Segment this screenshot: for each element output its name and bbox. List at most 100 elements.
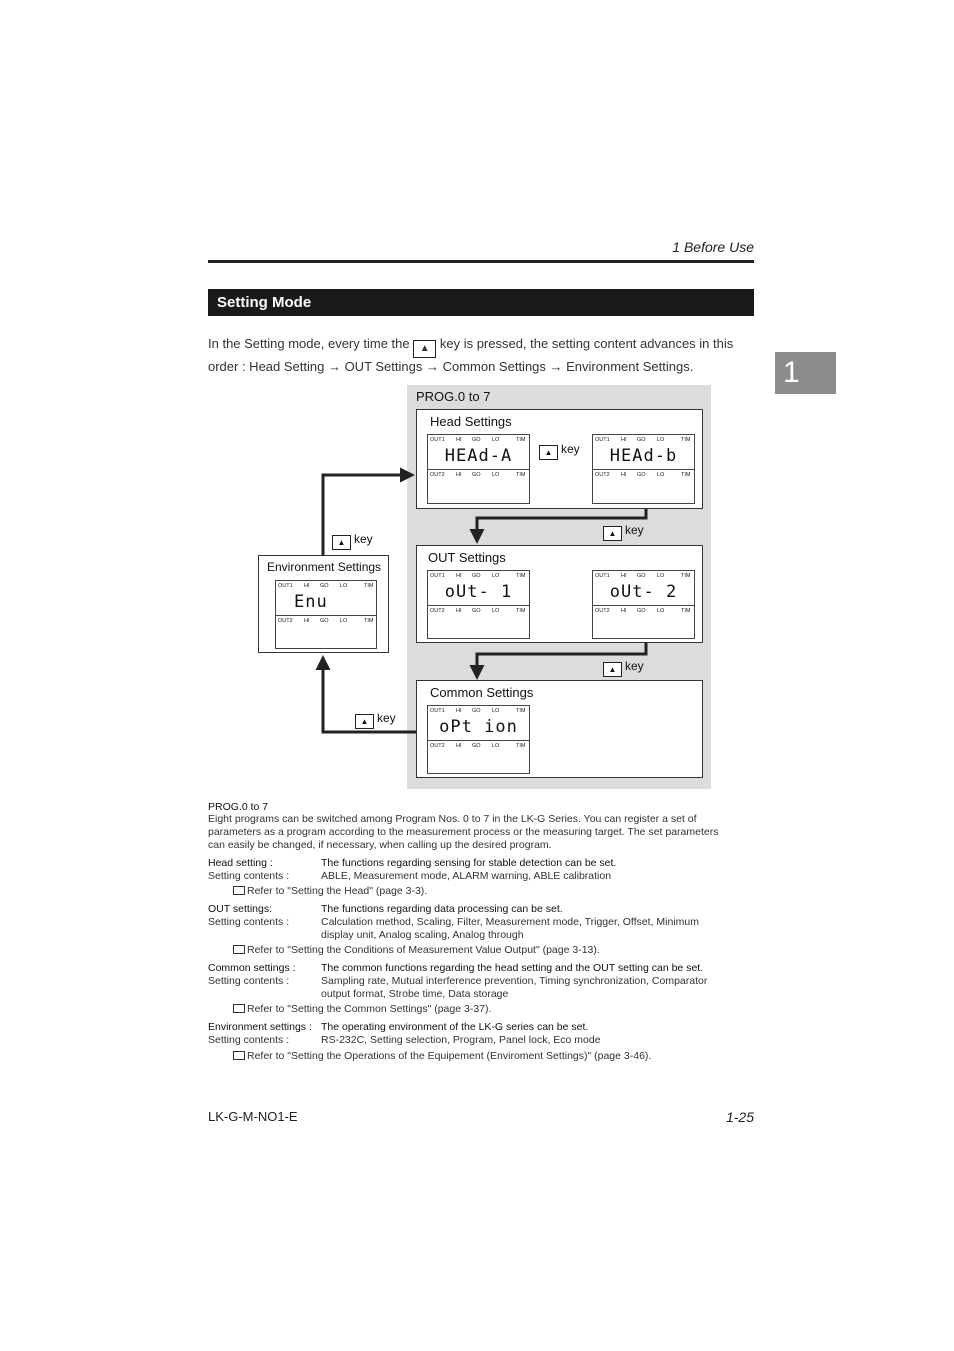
indicator-row-out1: OUT1 HI GO LO TIM (595, 573, 691, 579)
indicator-row-out2: OUT2 HI GO LO TIM (278, 618, 374, 624)
seven-seg-readout: Enu (294, 592, 328, 612)
prog-line: Eight programs can be switched among Pro… (208, 813, 697, 825)
head-settings-label: Head Settings (430, 414, 512, 429)
hi-label: HI (456, 437, 462, 443)
environment-settings-label: Environment Settings (267, 560, 382, 574)
head-settings-box: Head Settings OUT1 HI GO LO TIM HEAd-A O… (416, 409, 703, 509)
seven-seg-readout: HEAd-b (609, 446, 678, 466)
common-settings-box: Common Settings OUT1 HI GO LO TIM oPt io… (416, 680, 703, 778)
out2-panel: OUT2 HI GO LO TIM (275, 615, 377, 649)
page-number: 1-25 (725, 1109, 754, 1125)
setting-desc: The functions regarding data processing … (321, 903, 563, 915)
seven-seg-readout: oPt ion (439, 717, 518, 737)
book-icon (233, 945, 245, 954)
contents-label: Setting contents : (208, 975, 290, 987)
seven-seg-readout: oUt- 2 (609, 582, 678, 602)
head-b-display: OUT1 HI GO LO TIM HEAd-b OUT2 HI GO LO T… (592, 434, 695, 504)
indicator-row-out2: OUT2 HI GO LO TIM (428, 470, 529, 481)
indicator-row-out1: OUT1 HI GO LO TIM (430, 708, 526, 714)
up-key-icon: ▲ (603, 662, 622, 677)
go-label: GO (637, 472, 646, 478)
reference: Refer to "Setting the Head" (page 3-3). (233, 885, 427, 898)
indicator-row-out1: OUT1 HI GO LO TIM (278, 583, 374, 589)
book-icon (233, 886, 245, 895)
seven-seg-readout: oUt- 1 (444, 582, 513, 602)
indicator-row-out2: OUT2 HI GO LO TIM (593, 470, 694, 481)
indicator-row-out2: OUT2 HI GO LO TIM (430, 743, 526, 749)
intro-text-1: In the Setting mode, every time the (208, 336, 410, 351)
setting-name: OUT settings: (208, 903, 272, 915)
contents-label: Setting contents : (208, 1034, 290, 1046)
tim-label: TIM (681, 437, 691, 443)
indicator-row-out2: OUT2 HI GO LO TIM (430, 608, 526, 614)
out-settings-label: OUT Settings (428, 550, 506, 565)
contents-line: Calculation method, Scaling, Filter, Mea… (321, 916, 699, 928)
out2-panel: OUT2 HI GO LO TIM (427, 740, 530, 774)
go-label: GO (637, 437, 646, 443)
go-label: GO (472, 472, 481, 478)
seven-seg-readout: HEAd-A (444, 446, 513, 466)
arrow-head-to-out (469, 509, 648, 544)
up-key-icon: ▲ (332, 535, 351, 550)
out1-label: OUT1 (430, 437, 445, 443)
up-key-icon: ▲ (603, 526, 622, 541)
out2-panel: OUT2 HI GO LO TIM (592, 469, 695, 504)
key-label-out-common: ▲key (603, 659, 644, 677)
out-1-display: OUT1 HI GO LO TIM oUt- 1 OUT2 HI GO LO T… (427, 570, 530, 639)
setting-desc: The operating environment of the LK-G se… (321, 1021, 589, 1033)
prog-section-title: PROG.0 to 7 (208, 801, 269, 813)
header-rule (208, 260, 754, 263)
tim-label: TIM (681, 472, 691, 478)
env-display: OUT1 HI GO LO TIM Enu OUT2 HI GO LO TIM (275, 580, 377, 649)
intro-paragraph: In the Setting mode, every time the ▲ ke… (208, 335, 754, 376)
arrow-common-to-env (315, 655, 416, 734)
lo-label: LO (492, 472, 500, 478)
doc-id: LK-G-M-NO1-E (208, 1109, 298, 1124)
indicator-row-out2: OUT2 HI GO LO TIM (595, 608, 691, 614)
out2-panel: OUT2 HI GO LO TIM (427, 605, 530, 639)
hi-label: HI (621, 472, 627, 478)
indicator-row-out1: OUT1 HI GO LO TIM (428, 435, 529, 446)
out2-label: OUT2 (595, 472, 610, 478)
setting-desc: The common functions regarding the head … (321, 962, 704, 974)
out2-panel: OUT2 HI GO LO TIM (427, 469, 530, 504)
hi-label: HI (621, 437, 627, 443)
indicator-row-out1: OUT1 HI GO LO TIM (430, 573, 526, 579)
out1-label: OUT1 (595, 437, 610, 443)
reference: Refer to "Setting the Common Settings" (… (233, 1003, 491, 1016)
setting-desc: The functions regarding sensing for stab… (321, 857, 617, 869)
lo-label: LO (657, 437, 665, 443)
go-label: GO (472, 437, 481, 443)
intro-text-3: order : Head Setting → OUT Settings → Co… (208, 359, 694, 374)
lo-label: LO (657, 472, 665, 478)
contents-line: ABLE, Measurement mode, ALARM warning, A… (321, 870, 612, 882)
up-key-icon: ▲ (355, 714, 374, 729)
reference: Refer to "Setting the Conditions of Meas… (233, 944, 600, 957)
setting-name: Head setting : (208, 857, 273, 869)
key-label-env-head: ▲key (332, 532, 373, 550)
lo-label: LO (492, 437, 500, 443)
tim-label: TIM (516, 472, 526, 478)
intro-text-2: key is pressed, the setting content adva… (439, 336, 734, 351)
section-title: Setting Mode (217, 294, 312, 311)
prog-section-body: Eight programs can be switched among Pro… (208, 813, 768, 852)
head-a-display: OUT1 HI GO LO TIM HEAd-A OUT2 HI GO LO T… (427, 434, 530, 504)
contents-line: output format, Strobe time, Data storage (321, 988, 509, 1000)
environment-settings-box: Environment Settings OUT1 HI GO LO TIM E… (258, 555, 389, 653)
reference: Refer to "Setting the Operations of the … (233, 1050, 651, 1063)
arrow-env-to-head (321, 467, 415, 555)
out-2-display: OUT1 HI GO LO TIM oUt- 2 OUT2 HI GO LO T… (592, 570, 695, 639)
out-settings-box: OUT Settings OUT1 HI GO LO TIM oUt- 1 OU… (416, 545, 703, 643)
common-settings-label: Common Settings (430, 685, 534, 700)
indicator-row-out1: OUT1 HI GO LO TIM (593, 435, 694, 446)
setting-name: Environment settings : (208, 1021, 312, 1033)
prog-line: parameters as a program according to the… (208, 826, 719, 838)
contents-line: RS-232C, Setting selection, Program, Pan… (321, 1034, 601, 1046)
setting-name: Common settings : (208, 962, 296, 974)
option-display: OUT1 HI GO LO TIM oPt ion OUT2 HI GO LO … (427, 705, 530, 774)
key-label-head: ▲key (539, 442, 580, 460)
out2-panel: OUT2 HI GO LO TIM (592, 605, 695, 639)
chapter-tab: 1 (775, 352, 836, 394)
chapter-header: 1 Before Use (672, 239, 754, 255)
